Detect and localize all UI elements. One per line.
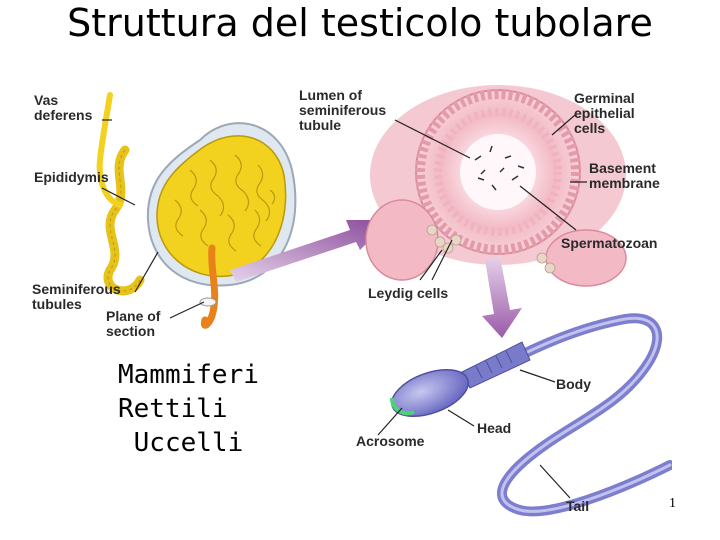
label-germinal-epithelial-cells: Germinal epithelial cells [574, 90, 635, 136]
label-leydig-cells: Leydig cells [368, 285, 449, 301]
label-spermatozoan: Spermatozoan [561, 235, 658, 251]
animal-classes-list: Mammiferi Rettili Uccelli [118, 358, 259, 460]
testis-diagram [30, 80, 672, 520]
slide-title: Struttura del testicolo tubolare [67, 1, 653, 45]
label-seminiferous-tubules: Seminiferous tubules [32, 281, 121, 312]
label-body: Body [556, 376, 591, 392]
label-acrosome: Acrosome [356, 433, 425, 449]
testis-drawing [96, 92, 297, 329]
label-head: Head [477, 420, 512, 436]
leader-lines-sperm [377, 369, 571, 499]
label-basement-membrane: Basement membrane [589, 160, 660, 191]
page-number: 1 [669, 496, 676, 511]
leader-lines-left [101, 119, 205, 319]
label-epididymis: Epididymis [34, 169, 109, 185]
animal-class-item: Rettili [118, 394, 228, 424]
label-vas-deferens: Vas deferens [34, 92, 93, 123]
tubule-cross-section [365, 85, 627, 287]
leader-lines-right [394, 114, 587, 281]
diagram-illustration [96, 85, 672, 517]
label-tail: Tail [566, 498, 590, 514]
label-plane-of-section: Plane of section [106, 308, 161, 339]
animal-class-item: Mammiferi [118, 360, 259, 390]
animal-class-item: Uccelli [118, 428, 244, 458]
zoom-arrow [230, 220, 390, 282]
spermatozoan-drawing [390, 313, 672, 517]
zoom-arrow-2 [482, 256, 522, 338]
label-lumen: Lumen of seminiferous tubule [299, 87, 387, 133]
